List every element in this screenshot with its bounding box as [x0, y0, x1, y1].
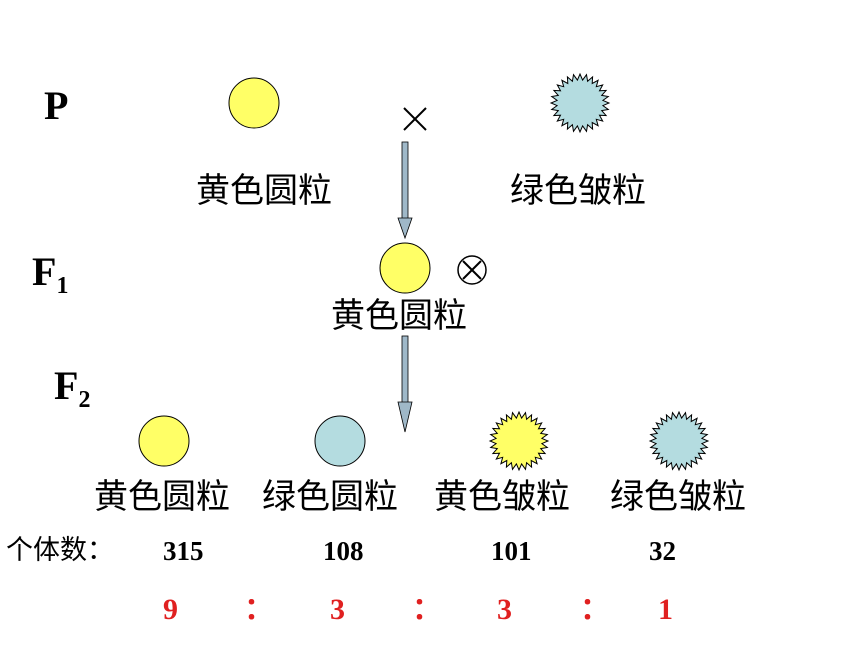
f1-phenotype-label: 黄色圆粒 — [331, 296, 467, 336]
arrow-p-to-f1-icon — [397, 141, 413, 240]
parent-left-label: 黄色圆粒 — [196, 171, 332, 211]
count-value: 108 — [323, 536, 364, 566]
f2-phenotype-label: 绿色圆粒 — [262, 477, 398, 517]
count-value: 32 — [649, 536, 676, 566]
f2-yellow-round-seed-icon — [138, 415, 190, 467]
parent-green-wrinkled-seed-icon — [549, 72, 611, 134]
count-value: 315 — [163, 536, 204, 566]
f2-phenotype-label: 黄色皱粒 — [434, 477, 570, 517]
parent-yellow-round-seed-icon — [228, 77, 280, 129]
arrow-f1-to-f2-icon — [397, 335, 413, 433]
ratio-separator: ： — [580, 593, 610, 626]
ratio-value: 1 — [658, 593, 673, 626]
parent-right-label: 绿色皱粒 — [510, 171, 646, 211]
ratio-separator: ： — [244, 593, 274, 626]
f1-yellow-round-seed-icon — [379, 242, 431, 294]
ratio-separator: ： — [412, 593, 442, 626]
ratio-value: 3 — [497, 593, 512, 626]
generation-f1-label: F1 — [32, 249, 69, 300]
f2-yellow-wrinkled-seed-icon — [488, 410, 550, 472]
count-title: 个体数： — [6, 535, 114, 566]
f2-phenotype-label: 黄色圆粒 — [94, 477, 230, 517]
cross-symbol-icon — [403, 107, 427, 131]
f2-green-round-seed-icon — [314, 415, 366, 467]
selfing-symbol-icon — [457, 255, 487, 285]
f2-phenotype-label: 绿色皱粒 — [610, 477, 746, 517]
ratio-value: 3 — [330, 593, 345, 626]
generation-p-label: P — [44, 83, 69, 128]
f2-green-wrinkled-seed-icon — [648, 410, 710, 472]
generation-f2-label: F2 — [54, 363, 91, 414]
ratio-value: 9 — [163, 593, 178, 626]
count-value: 101 — [491, 536, 532, 566]
